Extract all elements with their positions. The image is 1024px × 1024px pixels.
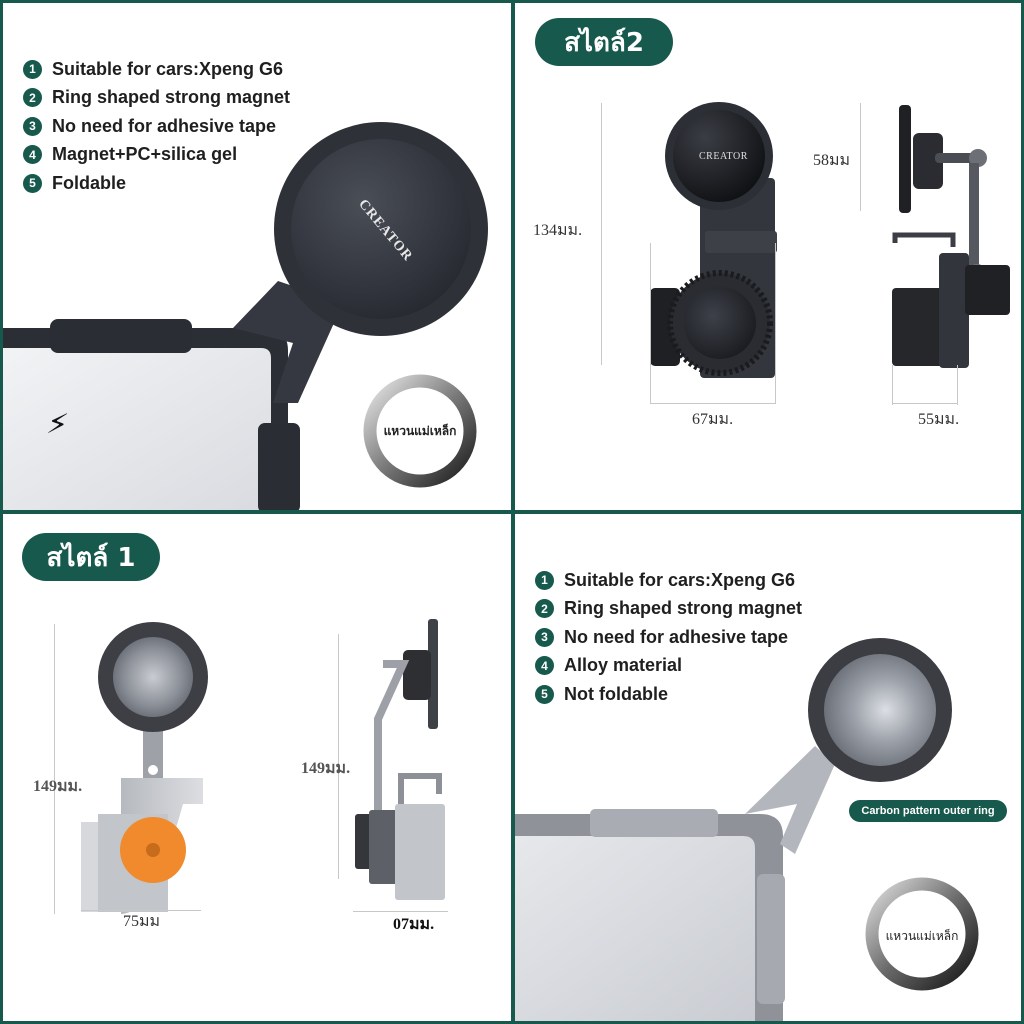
front-width-label: 67มม. (692, 411, 734, 428)
front-height-line (54, 624, 55, 914)
carbon-pattern-label: Carbon pattern outer ring (849, 800, 1007, 822)
feature-number: 3 (535, 627, 554, 647)
front-height-label: 134มม. (533, 222, 583, 239)
feature-text: Suitable for cars:Xpeng G6 (564, 569, 796, 590)
width-dimension-line-left (650, 243, 651, 403)
side-width-line-left (892, 365, 893, 405)
feature-item: 5 Not foldable (535, 680, 802, 709)
front-view (81, 622, 208, 914)
side-width-label: 07มม. (393, 916, 435, 933)
quadrant-style2-dimensions: สไตล์2 (515, 3, 1021, 510)
feature-text: Ring shaped strong magnet (52, 87, 291, 108)
feature-item: 1 Suitable for cars:Xpeng G6 (535, 566, 802, 595)
horizontal-divider (0, 510, 1024, 514)
height-dimension-line (601, 103, 602, 365)
brand-logo: CREATOR (699, 151, 748, 162)
side-view (892, 105, 1010, 368)
style2-dimension-drawing (650, 102, 1010, 378)
feature-text: No need for adhesive tape (564, 626, 789, 647)
side-height-label: 58มม (813, 152, 851, 169)
feature-item: 3 No need for adhesive tape (535, 623, 802, 652)
feature-text: Magnet+PC+silica gel (52, 144, 238, 165)
quadrant-style1-dimensions: สไตล์ 1 (3, 514, 511, 1021)
feature-item: 5 Foldable (23, 169, 290, 198)
side-width-label: 55มม. (918, 411, 960, 428)
side-clamp (757, 874, 785, 1004)
feature-number: 5 (535, 684, 554, 704)
front-width-label: 75มม (123, 913, 161, 930)
side-width-line (892, 403, 958, 404)
style1-dimension-drawing (81, 619, 445, 914)
feature-item: 2 Ring shaped strong magnet (535, 595, 802, 624)
magnetic-ring (865, 877, 979, 991)
feature-text: No need for adhesive tape (52, 115, 277, 136)
ring-label: แหวนแม่เหล็ก (383, 424, 457, 438)
feature-text: Alloy material (564, 655, 683, 676)
style2-badge: สไตล์2 (535, 18, 673, 66)
feature-list: 1 Suitable for cars:Xpeng G6 2 Ring shaped… (23, 55, 290, 198)
foldable-mount-illustration (3, 122, 488, 510)
alloy-disc (824, 654, 936, 766)
feature-number: 1 (23, 59, 42, 79)
ring-label: แหวนแม่เหล็ก (885, 929, 959, 943)
front-view (650, 102, 777, 378)
feature-item: 2 Ring shaped strong magnet (23, 84, 290, 113)
feature-item: 3 No need for adhesive tape (23, 112, 290, 141)
side-height-label: 149มม. (301, 760, 351, 777)
feature-number: 5 (23, 173, 42, 193)
feature-item: 4 Magnet+PC+silica gel (23, 141, 290, 170)
side-height-line (860, 103, 861, 211)
feature-number: 2 (535, 599, 554, 619)
feature-number: 3 (23, 116, 42, 136)
feature-text: Not foldable (564, 683, 668, 704)
feature-item: 4 Alloy material (535, 652, 802, 681)
side-width-line-right (957, 365, 958, 405)
feature-list: 1 Suitable for cars:Xpeng G6 2 Ring shaped… (535, 566, 802, 709)
style1-badge: สไตล์ 1 (22, 533, 160, 581)
mount-arm (745, 746, 835, 854)
side-clamp (258, 423, 300, 510)
feature-number: 4 (23, 145, 42, 165)
alloy-mount-illustration (515, 638, 979, 1021)
feature-text: Foldable (52, 172, 127, 193)
side-width-line (353, 911, 448, 912)
car-screen (3, 328, 288, 510)
width-dimension-line (650, 403, 776, 404)
front-width-line (81, 910, 201, 911)
magnet-disc-inner (291, 139, 471, 319)
magnetic-ring (363, 374, 477, 488)
car-screen (515, 814, 783, 1021)
side-height-line (338, 634, 339, 879)
feature-item: 1 Suitable for cars:Xpeng G6 (23, 55, 290, 84)
feature-number: 4 (535, 656, 554, 676)
side-view (355, 619, 445, 900)
feature-number: 1 (535, 570, 554, 590)
feature-text: Suitable for cars:Xpeng G6 (52, 58, 284, 79)
feature-text: Ring shaped strong magnet (564, 598, 803, 619)
quadrant-style1-product: 1 Suitable for cars:Xpeng G6 2 Ring shaped… (515, 514, 1021, 1021)
top-clamp (590, 809, 718, 837)
feature-number: 2 (23, 88, 42, 108)
front-height-label: 149มม. (33, 778, 83, 795)
quadrant-style2-product: 1 Suitable for cars:Xpeng G6 2 Ring shaped… (3, 3, 511, 510)
width-dimension-line-right (775, 243, 776, 403)
top-clamp (50, 319, 192, 353)
